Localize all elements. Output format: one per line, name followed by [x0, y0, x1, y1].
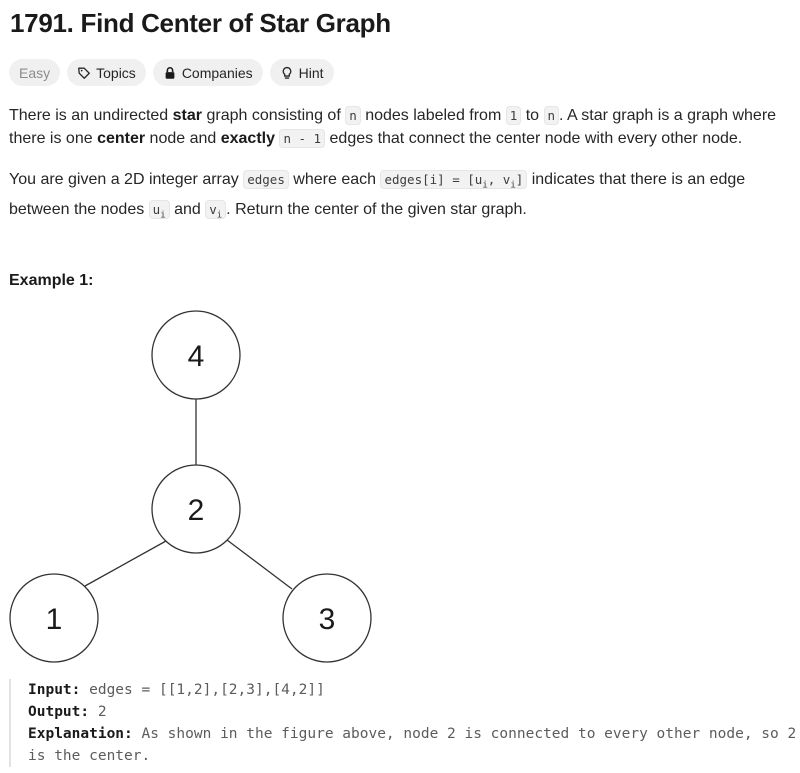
hint-label: Hint	[298, 64, 324, 81]
example-input-line: Input: edges = [[1,2],[2,3],[4,2]]	[28, 679, 798, 701]
graph-node-4: 4	[151, 310, 241, 400]
node-label-3: 3	[319, 603, 336, 636]
topics-label: Topics	[96, 64, 136, 81]
difficulty-badge: Easy	[9, 59, 61, 86]
code-part: edges[i] = [u	[384, 172, 483, 187]
code-sub: i	[510, 180, 516, 191]
node-label-4: 4	[188, 340, 205, 373]
text: where each	[288, 171, 381, 188]
star-graph-figure: 4 2 1 3	[0, 300, 400, 670]
code-part: v	[209, 201, 217, 217]
text: You are given a 2D integer array	[9, 171, 244, 188]
lock-icon	[163, 66, 177, 80]
example-block: Input: edges = [[1,2],[2,3],[4,2]] Outpu…	[9, 679, 798, 767]
text: There is an undirected	[9, 107, 173, 124]
graph-edge-2-3	[226, 539, 293, 590]
input-label: Input:	[28, 682, 81, 698]
topics-button[interactable]: Topics	[67, 59, 146, 86]
input-value: edges = [[1,2],[2,3],[4,2]]	[80, 682, 325, 698]
lightbulb-icon	[280, 66, 294, 80]
text: to	[521, 107, 544, 124]
code-part: u	[152, 201, 161, 217]
code-n: n	[345, 106, 361, 125]
description-paragraph-1: There is an undirected star graph consis…	[9, 104, 789, 150]
description-paragraph-2: You are given a 2D integer array edges w…	[9, 168, 789, 227]
code-one: 1	[505, 106, 522, 125]
explanation-label: Explanation:	[28, 726, 133, 742]
hint-button[interactable]: Hint	[269, 59, 334, 86]
graph-node-3: 3	[282, 573, 372, 663]
example-title: Example 1:	[9, 272, 94, 289]
output-label: Output:	[28, 704, 90, 720]
text: indicates that there is an edge between …	[9, 171, 746, 218]
code-sub: i	[160, 210, 166, 220]
companies-label: Companies	[181, 64, 253, 81]
text: and	[169, 200, 206, 218]
text: . Return the center of the given star gr…	[226, 200, 527, 218]
text: graph consisting of	[202, 107, 346, 124]
text: edges that connect the center node with …	[325, 130, 743, 147]
text: . A star graph is a graph where there is…	[9, 107, 777, 147]
bold-exactly: exactly	[220, 130, 275, 147]
code-edges-i: edges[i] = [ui, vi]	[380, 170, 528, 191]
code-vi: vi	[205, 199, 227, 220]
companies-button[interactable]: Companies	[152, 59, 263, 86]
graph-node-2: 2	[151, 464, 241, 554]
difficulty-label: Easy	[19, 64, 51, 81]
output-value: 2	[89, 704, 107, 720]
code-n-minus-1: n - 1	[279, 129, 326, 148]
code-ui: ui	[148, 199, 170, 220]
node-label-1: 1	[46, 603, 63, 636]
code-sub: i	[216, 210, 223, 220]
problem-title: 1791. Find Center of Star Graph	[10, 8, 391, 38]
problem-tags: Easy Topics Companies Hint	[9, 59, 334, 86]
explanation-value: As shown in the figure above, node 2 is …	[28, 726, 797, 764]
code-n: n	[543, 106, 560, 125]
code-part: , v	[487, 172, 511, 187]
code-sub: i	[482, 180, 488, 191]
example-output-line: Output: 2	[28, 701, 798, 723]
text: node and	[145, 130, 221, 147]
code-part: ]	[515, 172, 524, 187]
bold-center: center	[97, 130, 146, 147]
graph-edge-2-1	[84, 540, 167, 587]
graph-node-1: 1	[9, 573, 99, 663]
text: nodes labeled from	[360, 107, 506, 124]
example-explanation-line: Explanation: As shown in the figure abov…	[28, 723, 798, 767]
code-edges: edges	[243, 170, 289, 189]
bold-star: star	[172, 107, 203, 124]
tag-icon	[77, 66, 91, 80]
node-label-2: 2	[188, 494, 205, 527]
